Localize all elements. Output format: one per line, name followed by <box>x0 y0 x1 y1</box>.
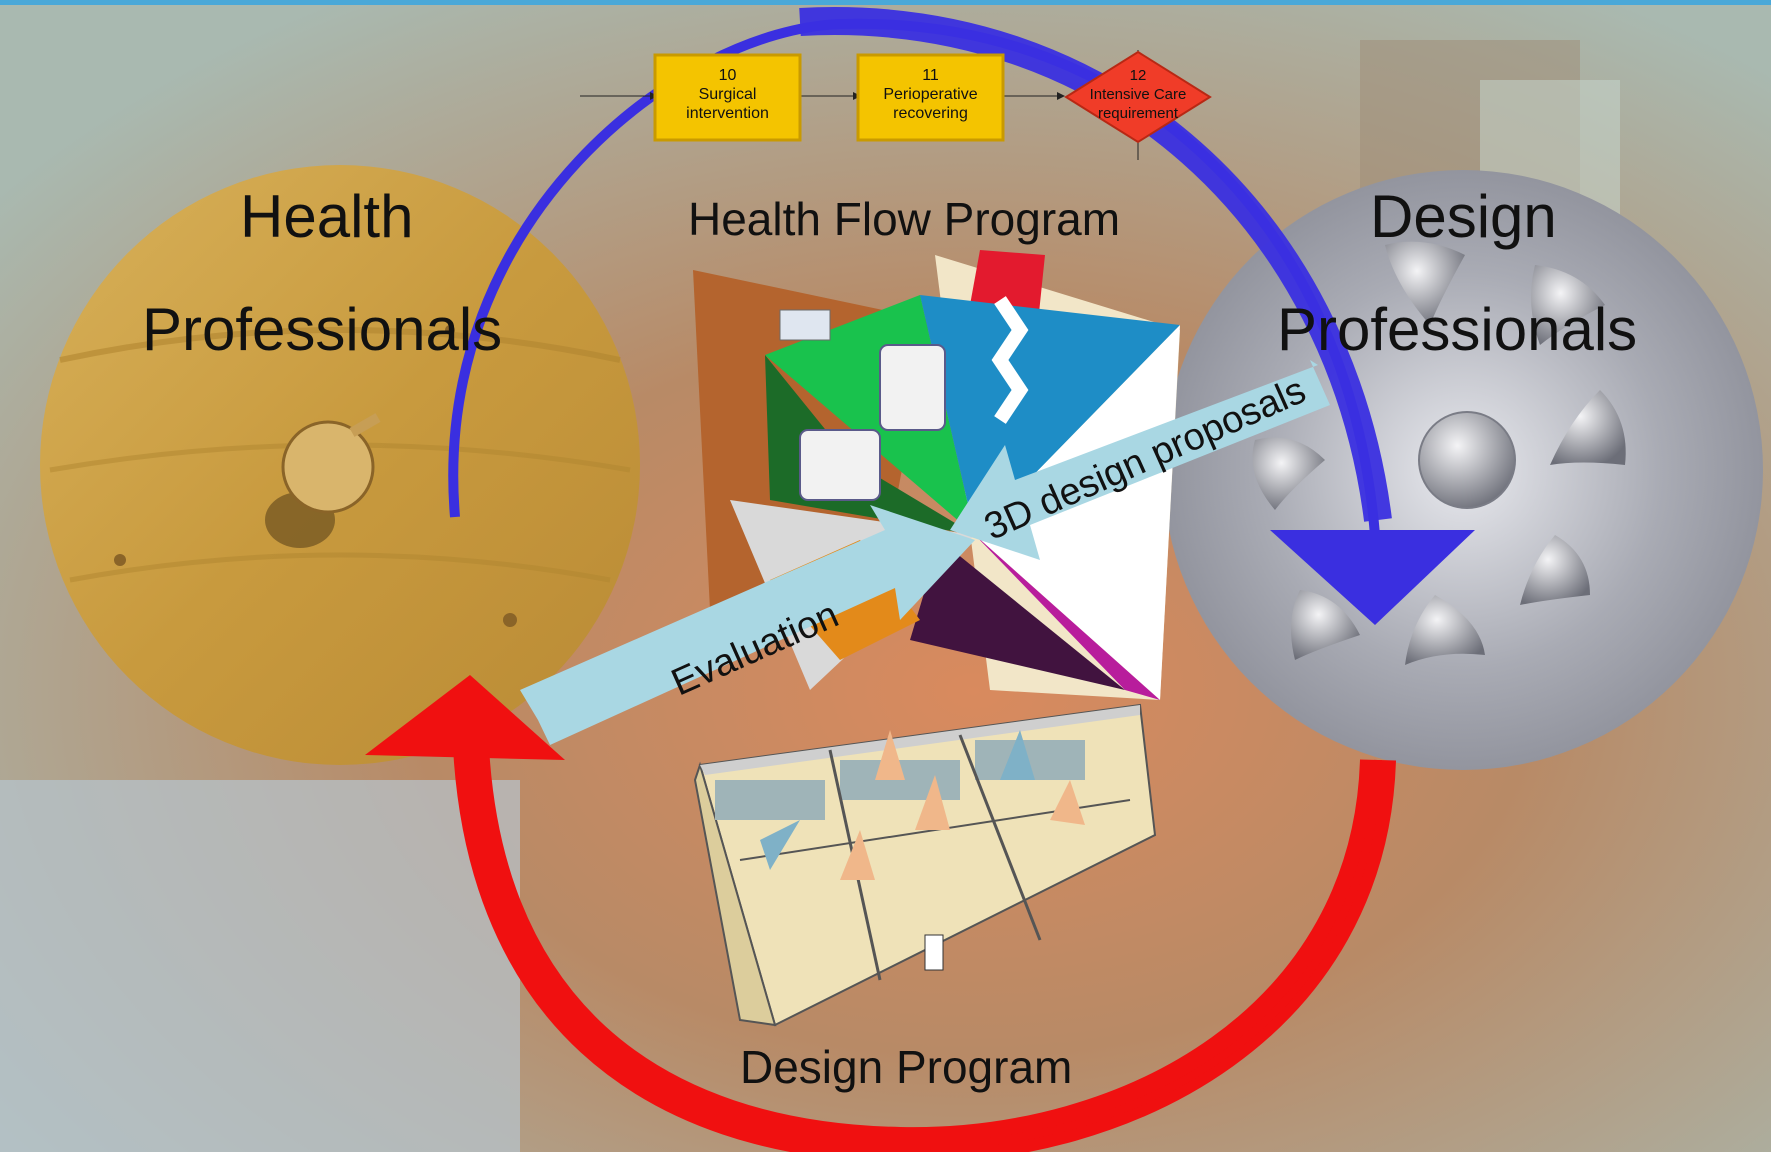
top-cycle-arrow <box>448 7 1475 625</box>
health-title-line2: Professionals <box>142 296 503 363</box>
flow-step-line2: recovering <box>893 105 968 122</box>
flow-step-10: 10 Surgical intervention <box>655 66 800 123</box>
design-proposals-arrow <box>950 360 1330 560</box>
health-flow-program-label: Health Flow Program <box>688 193 1121 245</box>
bottom-cycle-arrow <box>365 675 1396 1152</box>
flow-step-shapes <box>653 50 1212 144</box>
flow-step-line2: requirement <box>1097 105 1179 122</box>
design-title-line2: Professionals <box>1277 296 1638 363</box>
health-title-line1: Health <box>240 183 414 250</box>
flow-step-line1: Intensive Care <box>1089 86 1187 103</box>
flow-step-12: 12 Intensive Care requirement <box>1068 66 1208 123</box>
metal-disc-icon <box>1163 170 1763 770</box>
flow-step-11: 11 Perioperative recovering <box>858 66 1003 123</box>
flow-step-number: 11 <box>922 67 939 84</box>
flow-step-line2: intervention <box>686 105 769 122</box>
flow-step-line1: Perioperative <box>883 86 978 103</box>
design-program-label: Design Program <box>740 1041 1073 1093</box>
flow-step-number: 12 <box>1129 67 1147 84</box>
flow-step-number: 10 <box>718 67 737 84</box>
floor-plan-icon <box>693 703 1157 1027</box>
evaluation-arrow <box>520 505 975 745</box>
flow-step-line1: Surgical <box>698 86 757 103</box>
wood-disc-icon <box>40 165 640 765</box>
design-title-line1: Design <box>1370 183 1557 250</box>
